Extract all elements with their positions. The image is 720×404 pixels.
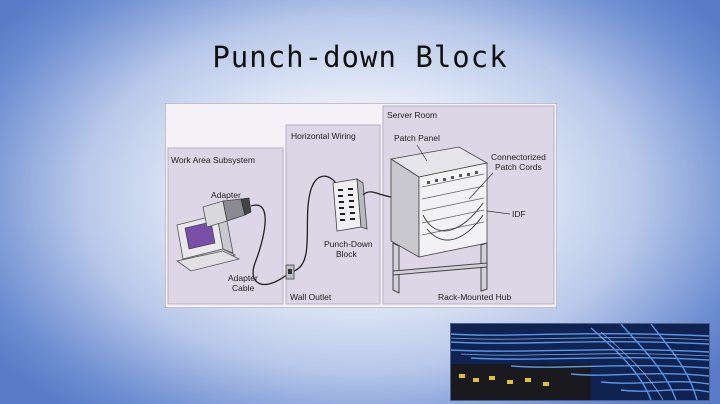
- wall-outlet-label: Wall Outlet: [290, 292, 332, 302]
- adapter-label: Adapter: [211, 190, 241, 200]
- wall-outlet-icon: [285, 264, 295, 280]
- server-rack-icon: [389, 146, 489, 294]
- horizontal-wiring-heading: Horizontal Wiring: [291, 131, 356, 141]
- adapter-cable: [250, 204, 290, 285]
- adapter-cable-label-2: Cable: [232, 283, 254, 293]
- rack-hub-label: Rack-Mounted Hub: [438, 292, 512, 302]
- punch-down-label-2: Block: [336, 249, 358, 259]
- patch-cords-label-2: Patch Cords: [495, 162, 542, 172]
- computer-icon: [176, 197, 252, 272]
- punch-down-block-icon: [332, 178, 368, 232]
- slide-title: Punch-down Block: [212, 40, 508, 74]
- work-area-heading: Work Area Subsystem: [171, 155, 255, 165]
- punch-down-label-1: Punch-Down: [324, 239, 373, 249]
- adapter-cable-label-1: Adapter: [228, 273, 258, 283]
- network-wiring-diagram: Work Area Subsystem Horizontal Wiring Se…: [165, 103, 557, 308]
- cable-bundle-photo: [450, 323, 710, 401]
- horizontal-cable: [293, 175, 338, 272]
- patch-cords-label-1: Connectorized: [491, 152, 546, 162]
- server-room-heading: Server Room: [387, 110, 437, 120]
- patch-panel-label: Patch Panel: [394, 133, 440, 143]
- idf-label: IDF: [512, 209, 526, 219]
